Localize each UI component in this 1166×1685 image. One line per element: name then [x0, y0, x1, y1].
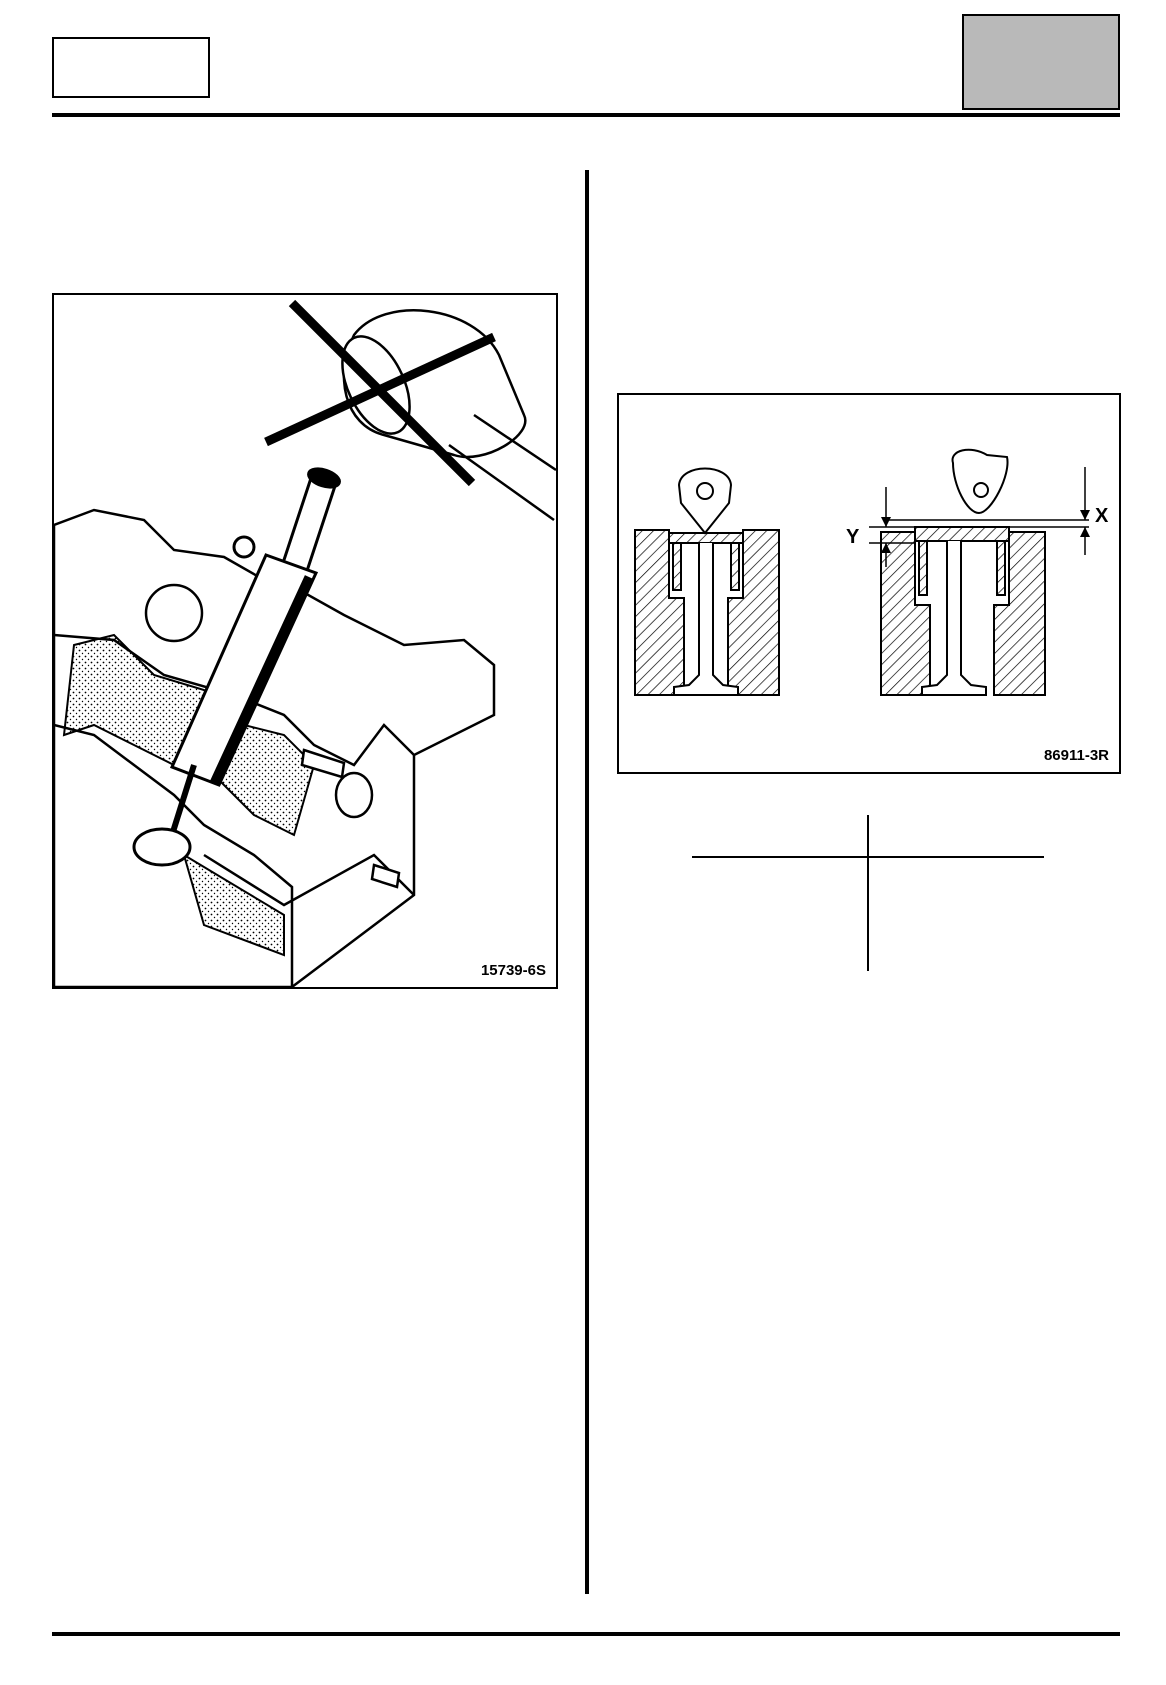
valve-protrusion-diagram	[634, 448, 1090, 696]
header-rule	[52, 113, 1120, 117]
footer-rule	[52, 1632, 1120, 1636]
cylinder-head-illustration	[54, 299, 556, 987]
figure-reference-86911-3R: 86911-3R	[1043, 747, 1109, 764]
dimension-label-x: X	[1095, 505, 1109, 527]
dimension-lines	[869, 467, 1089, 567]
figure-left-cylinder-head: 15739-6S	[52, 293, 558, 989]
column-divider	[585, 170, 589, 1594]
header-chapter-box	[52, 37, 210, 98]
dimension-arrows	[881, 510, 1090, 553]
dimension-label-y: Y	[846, 526, 860, 548]
valve-drift-tool	[132, 467, 341, 867]
valve-assembly-reference	[634, 467, 780, 696]
figure-reference-15739-6S: 15739-6S	[480, 962, 546, 979]
table-column-rule	[867, 815, 869, 971]
stud-bolts	[300, 748, 401, 889]
header-section-tab	[962, 14, 1120, 110]
prohibited-cross-icon	[264, 299, 496, 487]
figure-right-valve-protrusion: Y X 86911-3R	[617, 393, 1121, 774]
valve-assembly-measured	[880, 448, 1046, 696]
mallet-icon	[341, 309, 556, 522]
